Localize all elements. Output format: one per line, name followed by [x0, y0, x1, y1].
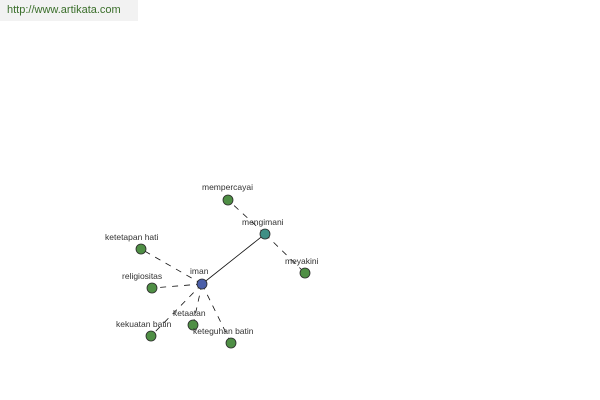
node-marker[interactable]	[259, 228, 271, 240]
node-religiositas[interactable]: religiositas	[122, 271, 162, 294]
node-marker[interactable]	[196, 278, 208, 290]
node-label[interactable]: iman	[190, 266, 209, 276]
node-label[interactable]: mempercayai	[202, 182, 253, 192]
edge-mengimani-mempercayai	[227, 199, 266, 235]
node-iman[interactable]: iman	[190, 266, 209, 290]
node-marker[interactable]	[225, 337, 237, 349]
node-label[interactable]: ketaatan	[173, 308, 206, 318]
node-kekuatan-batin[interactable]: kekuatan batin	[116, 319, 172, 342]
node-label[interactable]: mengimani	[242, 217, 284, 227]
node-marker[interactable]	[222, 194, 234, 206]
node-marker[interactable]	[135, 243, 147, 255]
edge-iman-religiositas	[151, 283, 203, 289]
edge-iman-ketaatan	[192, 283, 203, 326]
node-marker[interactable]	[146, 282, 158, 294]
edge-mengimani-meyakini	[264, 233, 306, 274]
node-label[interactable]: kekuatan batin	[116, 319, 172, 329]
node-marker[interactable]	[187, 319, 199, 331]
node-keteguhan-batin[interactable]: keteguhan batin	[193, 326, 254, 349]
node-marker[interactable]	[299, 267, 311, 279]
graph-nodes: iman mengimani mempercayai meyakini ketetapa…	[105, 182, 319, 349]
node-meyakini[interactable]: meyakini	[285, 256, 319, 279]
graph-edges	[140, 199, 306, 344]
edge-iman-kekuatan_batin	[150, 283, 203, 337]
node-label[interactable]: ketetapan hati	[105, 232, 159, 242]
node-ketaatan[interactable]: ketaatan	[173, 308, 206, 331]
node-label[interactable]: religiositas	[122, 271, 162, 281]
node-ketetapan-hati[interactable]: ketetapan hati	[105, 232, 159, 255]
site-url[interactable]: http://www.artikata.com	[0, 0, 138, 21]
edge-iman-mengimani	[201, 233, 266, 285]
node-mempercayai[interactable]: mempercayai	[202, 182, 253, 206]
node-mengimani[interactable]: mengimani	[242, 217, 284, 240]
node-marker[interactable]	[145, 330, 157, 342]
node-label[interactable]: meyakini	[285, 256, 319, 266]
node-label[interactable]: keteguhan batin	[193, 326, 254, 336]
